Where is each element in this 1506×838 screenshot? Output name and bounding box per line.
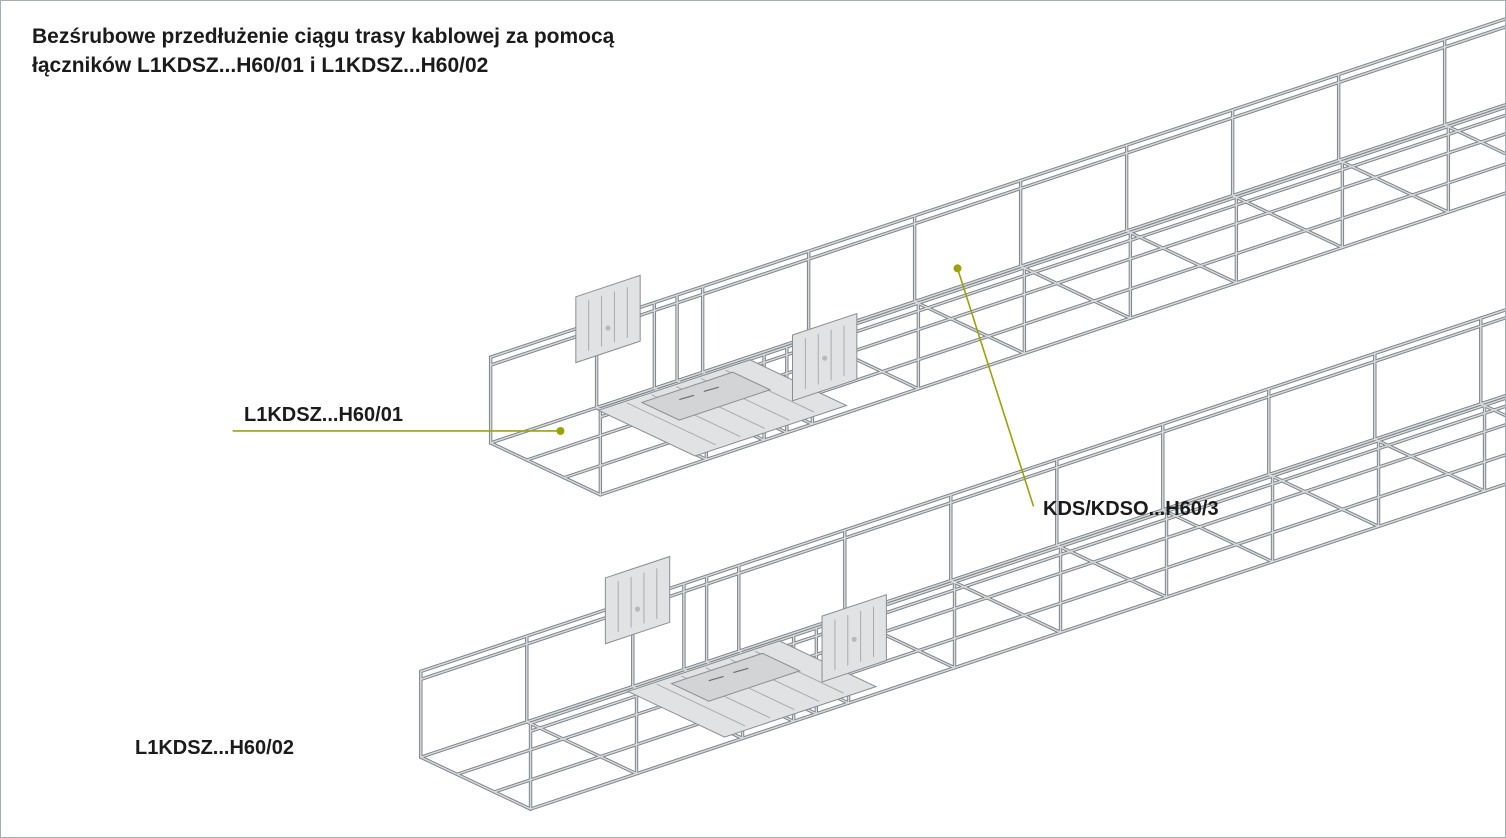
leader-line (956, 267, 1035, 507)
rivet (634, 606, 641, 612)
callout-dot (556, 426, 565, 435)
back-clamp-plate (575, 274, 641, 364)
rivet (605, 325, 611, 331)
title-line-2: łączników L1KDSZ...H60/01 i L1KDSZ...H60… (32, 54, 489, 77)
upper-joint-connector (575, 274, 858, 457)
label-connector-top: L1KDSZ...H60/01 (244, 404, 403, 426)
back-clamp-plate (604, 555, 671, 645)
callout-dot (953, 264, 962, 273)
label-connector-bottom: L1KDSZ...H60/02 (135, 737, 294, 759)
splice-bar (670, 652, 802, 702)
label-tray-type: KDS/KDSO...H60/3 (1043, 498, 1219, 520)
rivet (851, 636, 857, 642)
title-line-1: Bezśrubowe przedłużenie ciągu trasy kabl… (32, 25, 615, 48)
splice-bar (640, 371, 772, 421)
lower-joint-connector (604, 555, 887, 738)
rivet (822, 355, 828, 361)
diagram-title: Bezśrubowe przedłużenie ciągu trasy kabl… (32, 22, 614, 80)
leader-line-connector-top (232, 426, 565, 435)
leader-line-tray-type (953, 264, 1035, 507)
